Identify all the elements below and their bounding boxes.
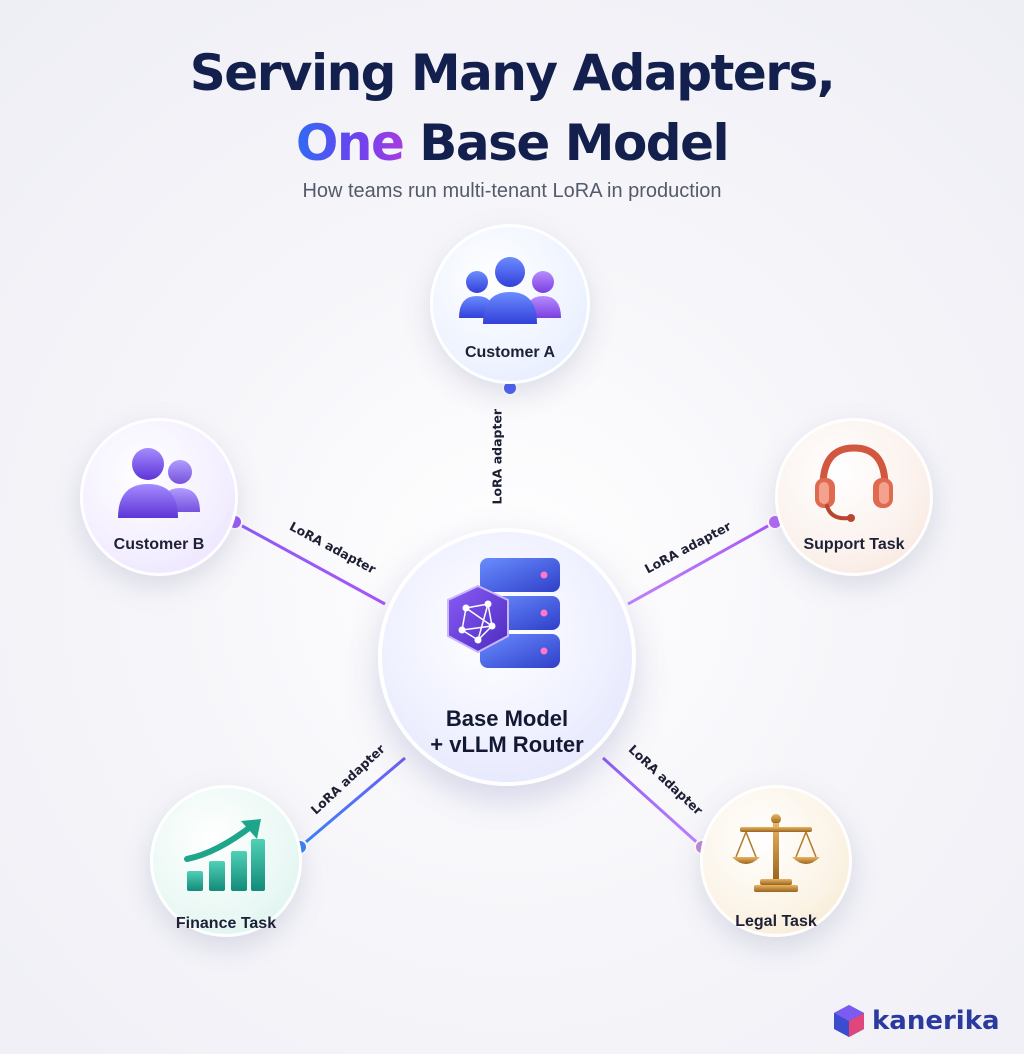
node-finance-task: Finance Task: [150, 785, 302, 937]
edge-legal: [601, 756, 704, 849]
node-label-customer-b: Customer B: [113, 536, 205, 553]
title-accent: One: [295, 114, 405, 172]
title-rest: Base Model: [403, 114, 729, 172]
hub-label-line-1: Base Model: [445, 706, 569, 731]
hub-base-model: Base Model + vLLM Router: [378, 528, 636, 786]
users-group-icon: [459, 257, 561, 324]
edge-support: [627, 520, 776, 606]
node-customer-a: Customer A: [430, 224, 590, 384]
edge-finance: [299, 756, 406, 849]
growth-bar-chart-icon: [184, 819, 265, 891]
page-title-line-2: One Base Model: [0, 112, 1024, 174]
cube-logo-icon: [834, 1005, 864, 1037]
node-label-customer-a: Customer A: [464, 344, 556, 361]
edge-label-customer-a: LoRA adapter: [489, 408, 505, 505]
node-label-legal-task: Legal Task: [735, 913, 817, 930]
node-legal-task: Legal Task: [700, 785, 852, 937]
node-support-task: Support Task: [775, 418, 933, 576]
edge-customer-b: [234, 520, 386, 606]
server-stack-with-neural-network-icon: [447, 558, 560, 668]
hub-label-line-2: + vLLM Router: [430, 732, 584, 757]
node-customer-b: Customer B: [80, 418, 238, 576]
headset-icon: [815, 444, 893, 522]
brand-name: kanerika: [872, 1006, 1000, 1036]
node-label-finance-task: Finance Task: [175, 915, 277, 932]
node-label-support-task: Support Task: [803, 536, 905, 553]
scales-of-justice-icon: [732, 814, 820, 892]
page-subtitle: How teams run multi-tenant LoRA in produ…: [302, 180, 722, 202]
page-title-line-1: Serving Many Adapters,: [189, 44, 836, 102]
users-icon: [118, 448, 200, 518]
